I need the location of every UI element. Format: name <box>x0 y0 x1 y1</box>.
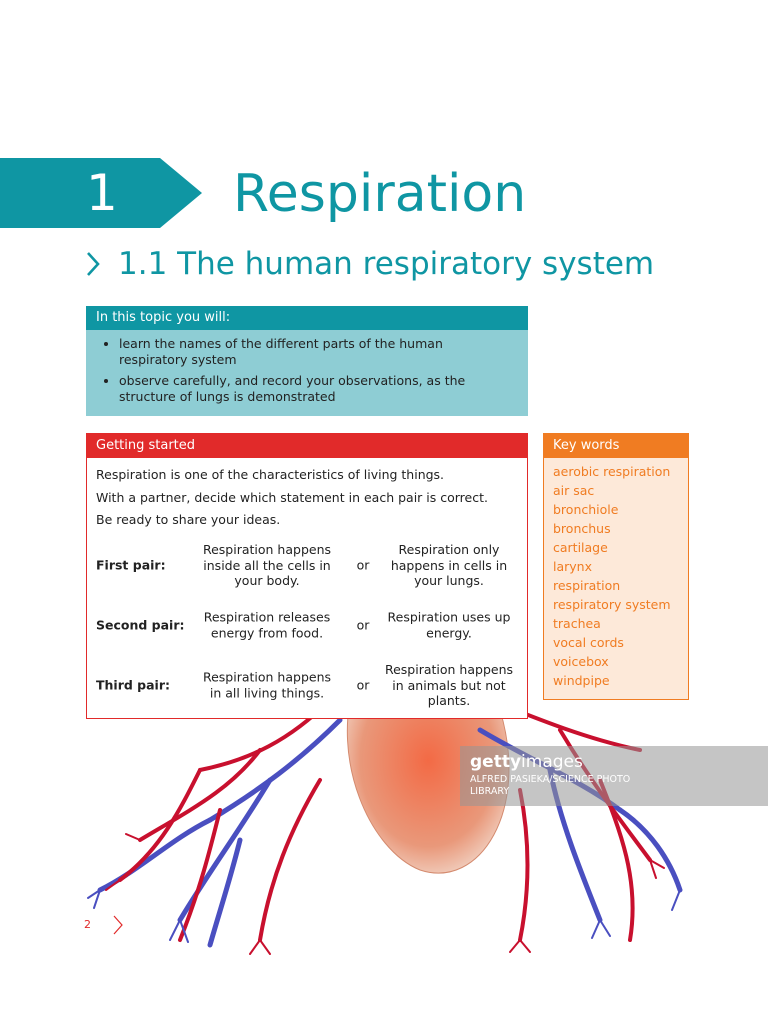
list-item: respiratory system <box>553 597 671 612</box>
page-number: 2 <box>84 918 91 931</box>
getting-started-header: Getting started <box>87 434 527 458</box>
heart-lungs-illustration <box>87 667 683 955</box>
watermark-brand: gettyimages <box>470 752 583 772</box>
list-item: observe carefully, and record your obser… <box>119 373 514 405</box>
pair-label: First pair: <box>96 557 166 573</box>
list-item: bronchus <box>553 521 611 536</box>
pair-statement-a: Respiration happens in all living things… <box>202 669 332 701</box>
pair-label: Second pair: <box>96 617 185 633</box>
chapter-banner <box>0 158 160 228</box>
table-row: Third pair: Respiration happens in all l… <box>87 660 527 710</box>
intro-line: Respiration is one of the characteristic… <box>96 467 445 482</box>
topic-objectives-box: In this topic you will: learn the names … <box>86 306 528 416</box>
chevron-right-icon <box>113 915 123 935</box>
getting-started-box: Getting started Respiration is one of th… <box>86 433 528 719</box>
chapter-number: 1 <box>86 164 118 222</box>
list-item: vocal cords <box>553 635 624 650</box>
list-item: air sac <box>553 483 595 498</box>
pair-statement-b: Respiration uses up energy. <box>387 609 511 641</box>
pair-statement-a: Respiration happens inside all the cells… <box>202 541 332 588</box>
topic-objectives-header: In this topic you will: <box>86 306 528 330</box>
key-words-list: aerobic respiration air sac bronchiole b… <box>544 462 688 690</box>
section-title: 1.1 The human respiratory system <box>118 246 655 282</box>
pair-statement-b: Respiration happens in animals but not p… <box>384 661 514 708</box>
getty-images-watermark: gettyimages ALFRED PASIEKA/SCIENCE PHOTO… <box>460 746 768 806</box>
list-item: trachea <box>553 616 601 631</box>
list-item: aerobic respiration <box>553 464 671 479</box>
chevron-right-icon <box>87 252 100 276</box>
chapter-banner-arrow <box>160 158 202 228</box>
list-item: cartilage <box>553 540 608 555</box>
list-item: learn the names of the different parts o… <box>119 336 514 368</box>
pair-or: or <box>356 557 370 573</box>
pair-or: or <box>356 677 370 693</box>
list-item: larynx <box>553 559 592 574</box>
watermark-credit: ALFRED PASIEKA/SCIENCE PHOTO LIBRARY <box>470 774 631 797</box>
topic-objectives-list: learn the names of the different parts o… <box>86 336 528 405</box>
list-item: respiration <box>553 578 621 593</box>
key-words-box: Key words aerobic respiration air sac br… <box>543 433 689 700</box>
list-item: voicebox <box>553 654 609 669</box>
chapter-title: Respiration <box>233 164 527 224</box>
getting-started-intro: Respiration is one of the characteristic… <box>87 458 527 532</box>
pair-or: or <box>356 617 370 633</box>
intro-line: Be ready to share your ideas. <box>96 512 281 527</box>
list-item: bronchiole <box>553 502 619 517</box>
table-row: First pair: Respiration happens inside a… <box>87 540 527 590</box>
pair-label: Third pair: <box>96 677 171 693</box>
pair-statement-a: Respiration releases energy from food. <box>203 609 331 641</box>
list-item: windpipe <box>553 673 610 688</box>
table-row: Second pair: Respiration releases energy… <box>87 600 527 650</box>
pair-statement-b: Respiration only happens in cells in you… <box>390 541 508 588</box>
intro-line: With a partner, decide which statement i… <box>96 489 488 505</box>
key-words-header: Key words <box>544 434 688 458</box>
